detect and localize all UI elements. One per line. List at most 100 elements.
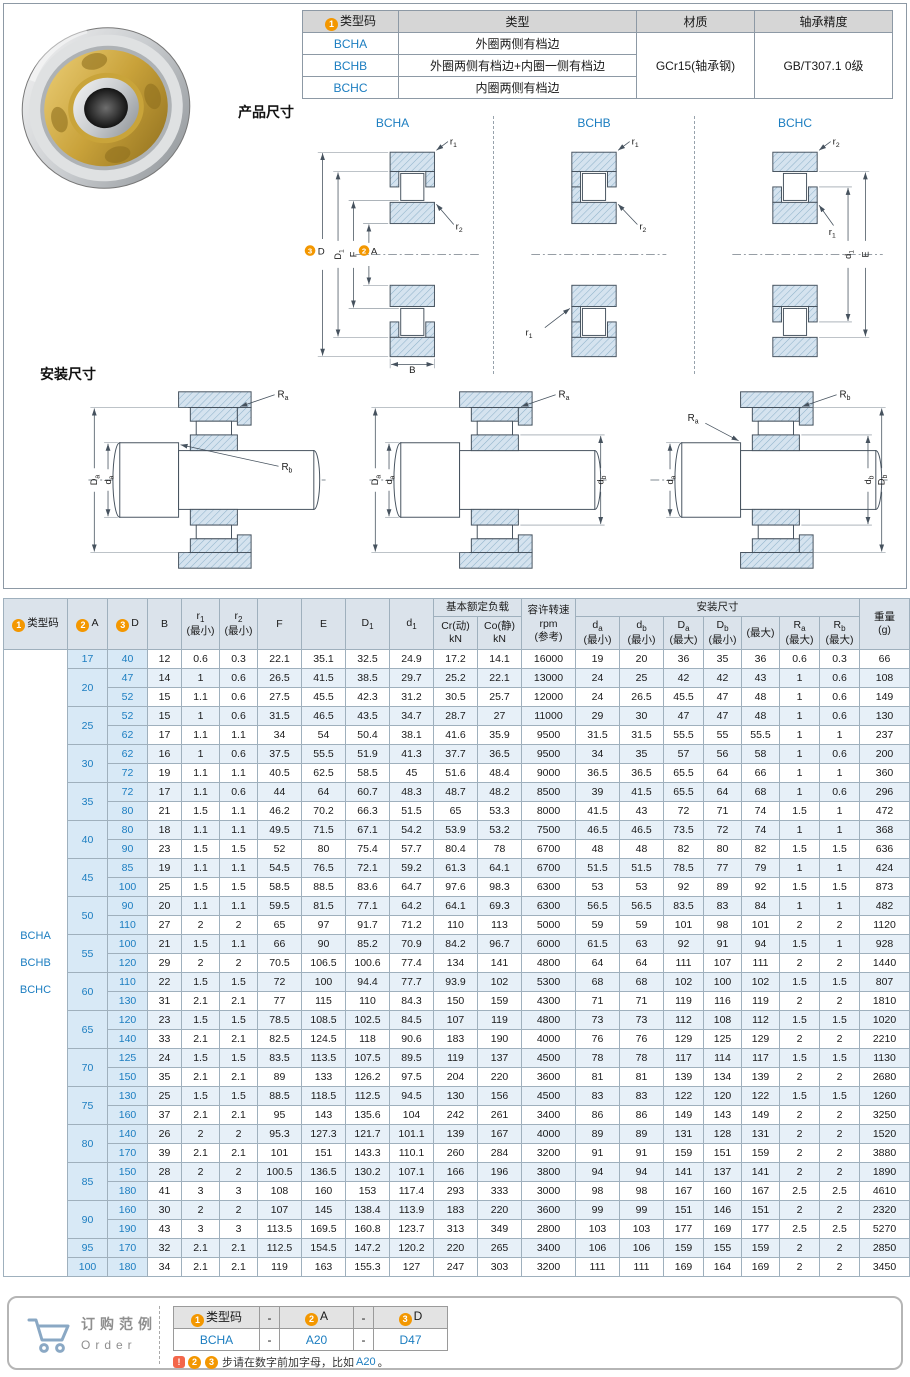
order-dash: - — [353, 1306, 374, 1329]
spec-cell: 1.1 — [219, 763, 258, 784]
spec-col-header: 重量(g) — [859, 597, 910, 651]
spec-cell: 1 — [779, 858, 820, 879]
spec-cell: 2 — [818, 1105, 861, 1126]
spec-cell: 19 — [147, 858, 182, 879]
spec-cell: 70.5 — [257, 953, 302, 974]
spec-col-header: E — [301, 597, 346, 651]
spec-cell: 35 — [619, 744, 664, 765]
spec-cell: 1.1 — [181, 725, 220, 746]
spec-cell: 112 — [741, 1010, 780, 1031]
spec-cell: 57 — [663, 744, 704, 765]
spec-cell: 59 — [619, 915, 664, 936]
spec-cell: 120 — [107, 953, 148, 974]
spec-cell: 2 — [779, 1143, 820, 1164]
spec-cell: 41 — [147, 1181, 182, 1202]
spec-cell: 237 — [859, 725, 910, 746]
spec-cell: 5000 — [521, 915, 576, 936]
spec-cell: 1.5 — [818, 1086, 861, 1107]
spec-cell: 8500 — [521, 782, 576, 803]
spec-cell: 78.5 — [257, 1010, 302, 1031]
spec-cell: 482 — [859, 896, 910, 917]
spec-cell: 1.1 — [181, 782, 220, 803]
spec-cell: 169 — [741, 1257, 780, 1278]
spec-cell: 52 — [257, 839, 302, 860]
spec-cell: 103 — [575, 1219, 620, 1240]
roller — [476, 420, 513, 436]
spec-cell: 159 — [663, 1238, 704, 1259]
spec-cell: 4800 — [521, 1010, 576, 1031]
spec-cell: 111 — [619, 1257, 664, 1278]
bore-A-value: 55 — [67, 934, 108, 974]
spec-cell: 27 — [477, 706, 522, 727]
spec-cell: 130 — [107, 1086, 148, 1107]
spec-cell: 76.5 — [301, 858, 346, 879]
spec-cell: 2 — [818, 1162, 861, 1183]
spec-cell: 1.1 — [219, 858, 258, 879]
spec-cell: 139 — [741, 1067, 780, 1088]
spec-cell: 31.5 — [257, 706, 302, 727]
type-code: BCHA — [302, 32, 399, 55]
spec-cell: 64 — [575, 953, 620, 974]
spec-cell: 2 — [818, 1124, 861, 1145]
order-dash: - — [353, 1328, 374, 1351]
spec-cell: 79 — [741, 858, 780, 879]
spec-cell: 45 — [389, 763, 434, 784]
spec-col-header: F — [257, 597, 302, 651]
spec-cell: 3400 — [521, 1238, 576, 1259]
spec-cell: 103 — [619, 1219, 664, 1240]
spec-cell: 137 — [477, 1048, 522, 1069]
step-3-badge — [304, 245, 315, 256]
spec-cell: 71.2 — [389, 915, 434, 936]
spec-cell: 155 — [703, 1238, 742, 1259]
dim-da-label: da — [384, 475, 396, 484]
bchb-install-drawing: Da da db Ra — [369, 390, 608, 569]
spec-cell: 41.3 — [389, 744, 434, 765]
spec-cell: 71.5 — [301, 820, 346, 841]
spec-cell: 112.5 — [345, 1086, 390, 1107]
spec-cell: 48.2 — [477, 782, 522, 803]
spec-cell: 43.5 — [345, 706, 390, 727]
spec-cell: 14.1 — [477, 649, 522, 670]
spec-cell: 70.2 — [301, 801, 346, 822]
spec-cell: 29 — [147, 953, 182, 974]
spec-cell: 131 — [741, 1124, 780, 1145]
spec-cell: 140 — [107, 1124, 148, 1145]
spec-cell: 122 — [741, 1086, 780, 1107]
spec-cell: 94 — [575, 1162, 620, 1183]
bore-A-value: 70 — [67, 1048, 108, 1088]
spec-cell: 43 — [619, 801, 664, 822]
spec-cell: 17 — [147, 725, 182, 746]
spec-cell: 37 — [147, 1105, 182, 1126]
spec-cell: 196 — [477, 1162, 522, 1183]
spec-cell: 77 — [257, 991, 302, 1012]
spec-cell: 82 — [741, 839, 780, 860]
spec-cell: 51.5 — [619, 858, 664, 879]
spec-cell: 84.3 — [389, 991, 434, 1012]
spec-cell: 2.1 — [219, 1105, 258, 1126]
spec-cell: 1 — [818, 820, 861, 841]
spec-cell: 139 — [433, 1124, 478, 1145]
spec-cell: 134 — [433, 953, 478, 974]
roller — [757, 420, 794, 436]
spec-cell: 1020 — [859, 1010, 910, 1031]
spec-cell: 110 — [107, 972, 148, 993]
spec-cell: 1.5 — [779, 1048, 820, 1069]
spec-cell: 47 — [703, 687, 742, 708]
spec-cell: 108.5 — [301, 1010, 346, 1031]
spec-cell: 166 — [433, 1162, 478, 1183]
spec-cell: 119 — [433, 1048, 478, 1069]
spec-cell: 15 — [147, 706, 182, 727]
svg-text:2: 2 — [361, 246, 365, 255]
spec-cell: 25.2 — [433, 668, 478, 689]
inner-ring — [389, 201, 435, 225]
